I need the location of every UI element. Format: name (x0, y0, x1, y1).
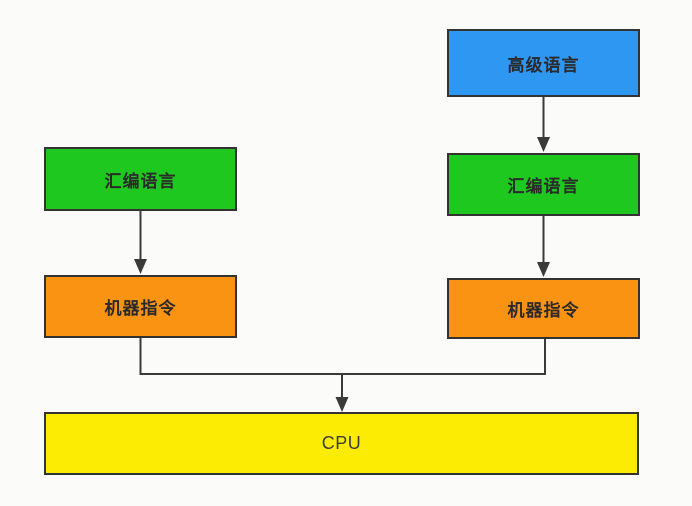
connector-merge (139, 338, 546, 375)
arrow-highlevel-to-assembly (537, 97, 550, 152)
arrow-assembly-to-machine-right (537, 216, 550, 277)
node-cpu: CPU (44, 412, 639, 475)
node-label: 机器指令 (507, 301, 580, 320)
node-label: CPU (321, 433, 362, 453)
arrow-merge-to-cpu (335, 374, 349, 412)
node-assembly-language-left: 汇编语言 (44, 147, 237, 211)
node-high-level-language: 高级语言 (447, 29, 640, 97)
node-label: 高级语言 (507, 55, 580, 75)
arrow-assembly-to-machine-left (134, 211, 147, 274)
node-machine-instructions-left: 机器指令 (44, 275, 237, 338)
node-machine-instructions-right: 机器指令 (447, 278, 640, 339)
node-label: 机器指令 (104, 299, 177, 318)
node-label: 汇编语言 (507, 177, 580, 196)
node-assembly-language-right: 汇编语言 (447, 153, 640, 216)
node-label: 汇编语言 (104, 171, 177, 191)
